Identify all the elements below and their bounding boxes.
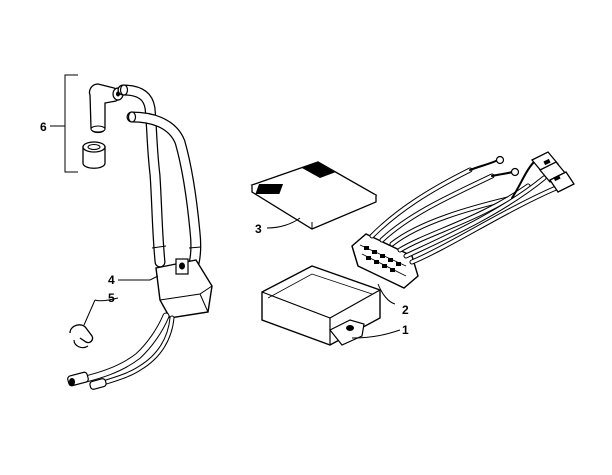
callout-5: 5 bbox=[108, 291, 115, 305]
spark-plug-cap-and-seal-icon bbox=[50, 74, 124, 173]
cdi-module-box-icon bbox=[261, 265, 381, 346]
ignition-coil-icon bbox=[67, 84, 213, 390]
cable-clamp-icon bbox=[69, 299, 96, 349]
callout-4: 4 bbox=[108, 273, 115, 287]
adhesive-pad-icon bbox=[250, 161, 378, 230]
wiring-harness-connector-icon bbox=[351, 151, 575, 289]
callout-1: 1 bbox=[402, 323, 409, 337]
leader-lines bbox=[94, 217, 401, 339]
callout-2: 2 bbox=[402, 303, 409, 317]
callout-3: 3 bbox=[255, 222, 262, 236]
callout-6: 6 bbox=[40, 120, 47, 134]
